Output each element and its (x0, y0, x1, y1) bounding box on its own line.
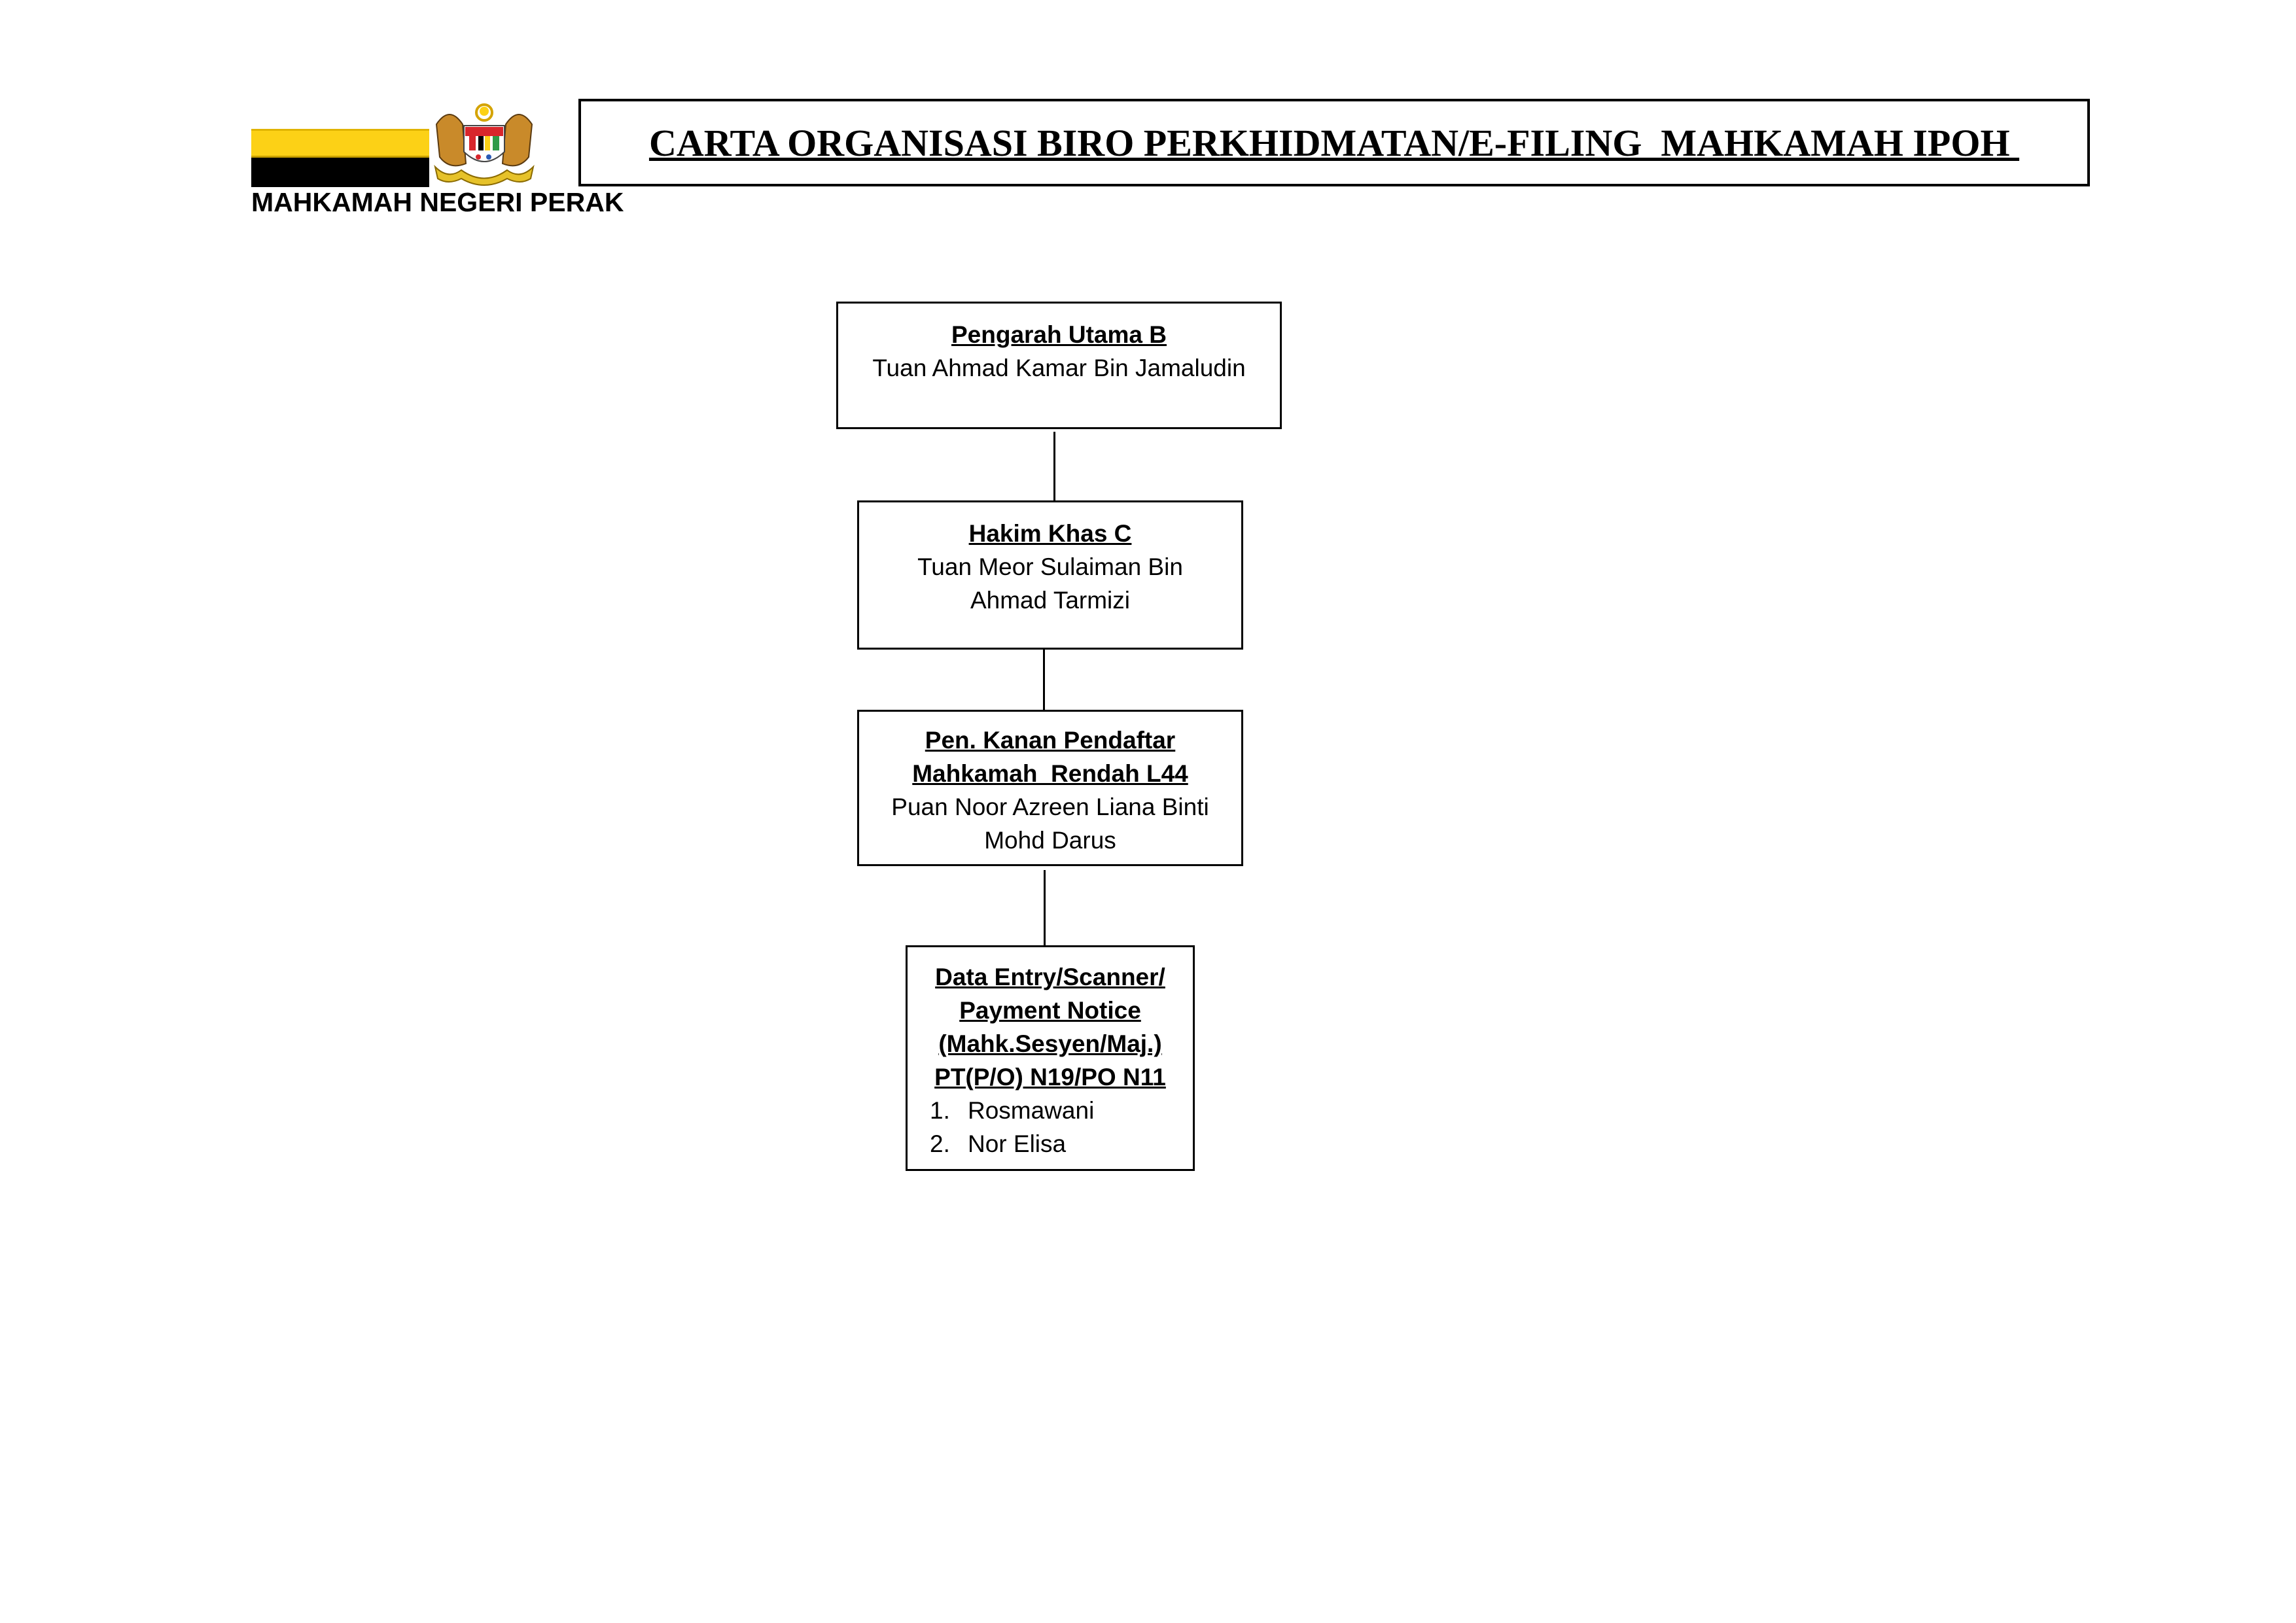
node-role: Hakim Khas C (968, 520, 1132, 547)
node-role: Data Entry/Scanner/ (935, 964, 1165, 990)
coat-of-arms-icon (434, 103, 535, 186)
page-title: CARTA ORGANISASI BIRO PERKHIDMATAN/E-FIL… (648, 121, 2020, 164)
node-role: Pen. Kanan Pendaftar (925, 727, 1176, 754)
flag-yellow-stripe (251, 129, 429, 158)
perak-flag (251, 100, 429, 187)
list-item: 1. Rosmawani (930, 1094, 1193, 1127)
court-name: MAHKAMAH NEGERI PERAK (251, 187, 624, 217)
node-role: PT(P/O) N19/PO N11 (934, 1064, 1166, 1091)
connector-line (1044, 870, 1046, 946)
list-item: 2. Nor Elisa (930, 1127, 1193, 1161)
node-role: Payment Notice (959, 997, 1141, 1024)
title-box: CARTA ORGANISASI BIRO PERKHIDMATAN/E-FIL… (578, 99, 2090, 186)
list-number: 1. (930, 1097, 950, 1124)
list-number: 2. (930, 1130, 950, 1157)
connector-line (1043, 649, 1045, 710)
org-node-hakim: Hakim Khas C Tuan Meor Sulaiman Bin Ahma… (857, 500, 1243, 650)
org-node-pendaftar: Pen. Kanan Pendaftar Mahkamah Rendah L44… (857, 710, 1243, 866)
node-role: Mahkamah Rendah L44 (912, 760, 1188, 787)
org-node-pengarah: Pengarah Utama B Tuan Ahmad Kamar Bin Ja… (836, 302, 1282, 429)
flag-black-stripe (251, 158, 429, 187)
node-name: Tuan Ahmad Kamar Bin Jamaludin (872, 355, 1246, 381)
connector-line (1053, 432, 1055, 501)
member-list: 1. Rosmawani 2. Nor Elisa (908, 1094, 1193, 1161)
flag-white-stripe (251, 100, 429, 129)
node-name: Mohd Darus (984, 827, 1116, 854)
org-node-data-entry: Data Entry/Scanner/ Payment Notice (Mahk… (906, 945, 1195, 1171)
node-name: Puan Noor Azreen Liana Binti (891, 794, 1209, 820)
member-name: Rosmawani (968, 1097, 1095, 1124)
node-name: Ahmad Tarmizi (970, 587, 1130, 614)
node-role: (Mahk.Sesyen/Maj.) (938, 1030, 1162, 1057)
member-name: Nor Elisa (968, 1130, 1067, 1157)
node-name: Tuan Meor Sulaiman Bin (917, 553, 1183, 580)
node-role: Pengarah Utama B (951, 321, 1167, 348)
